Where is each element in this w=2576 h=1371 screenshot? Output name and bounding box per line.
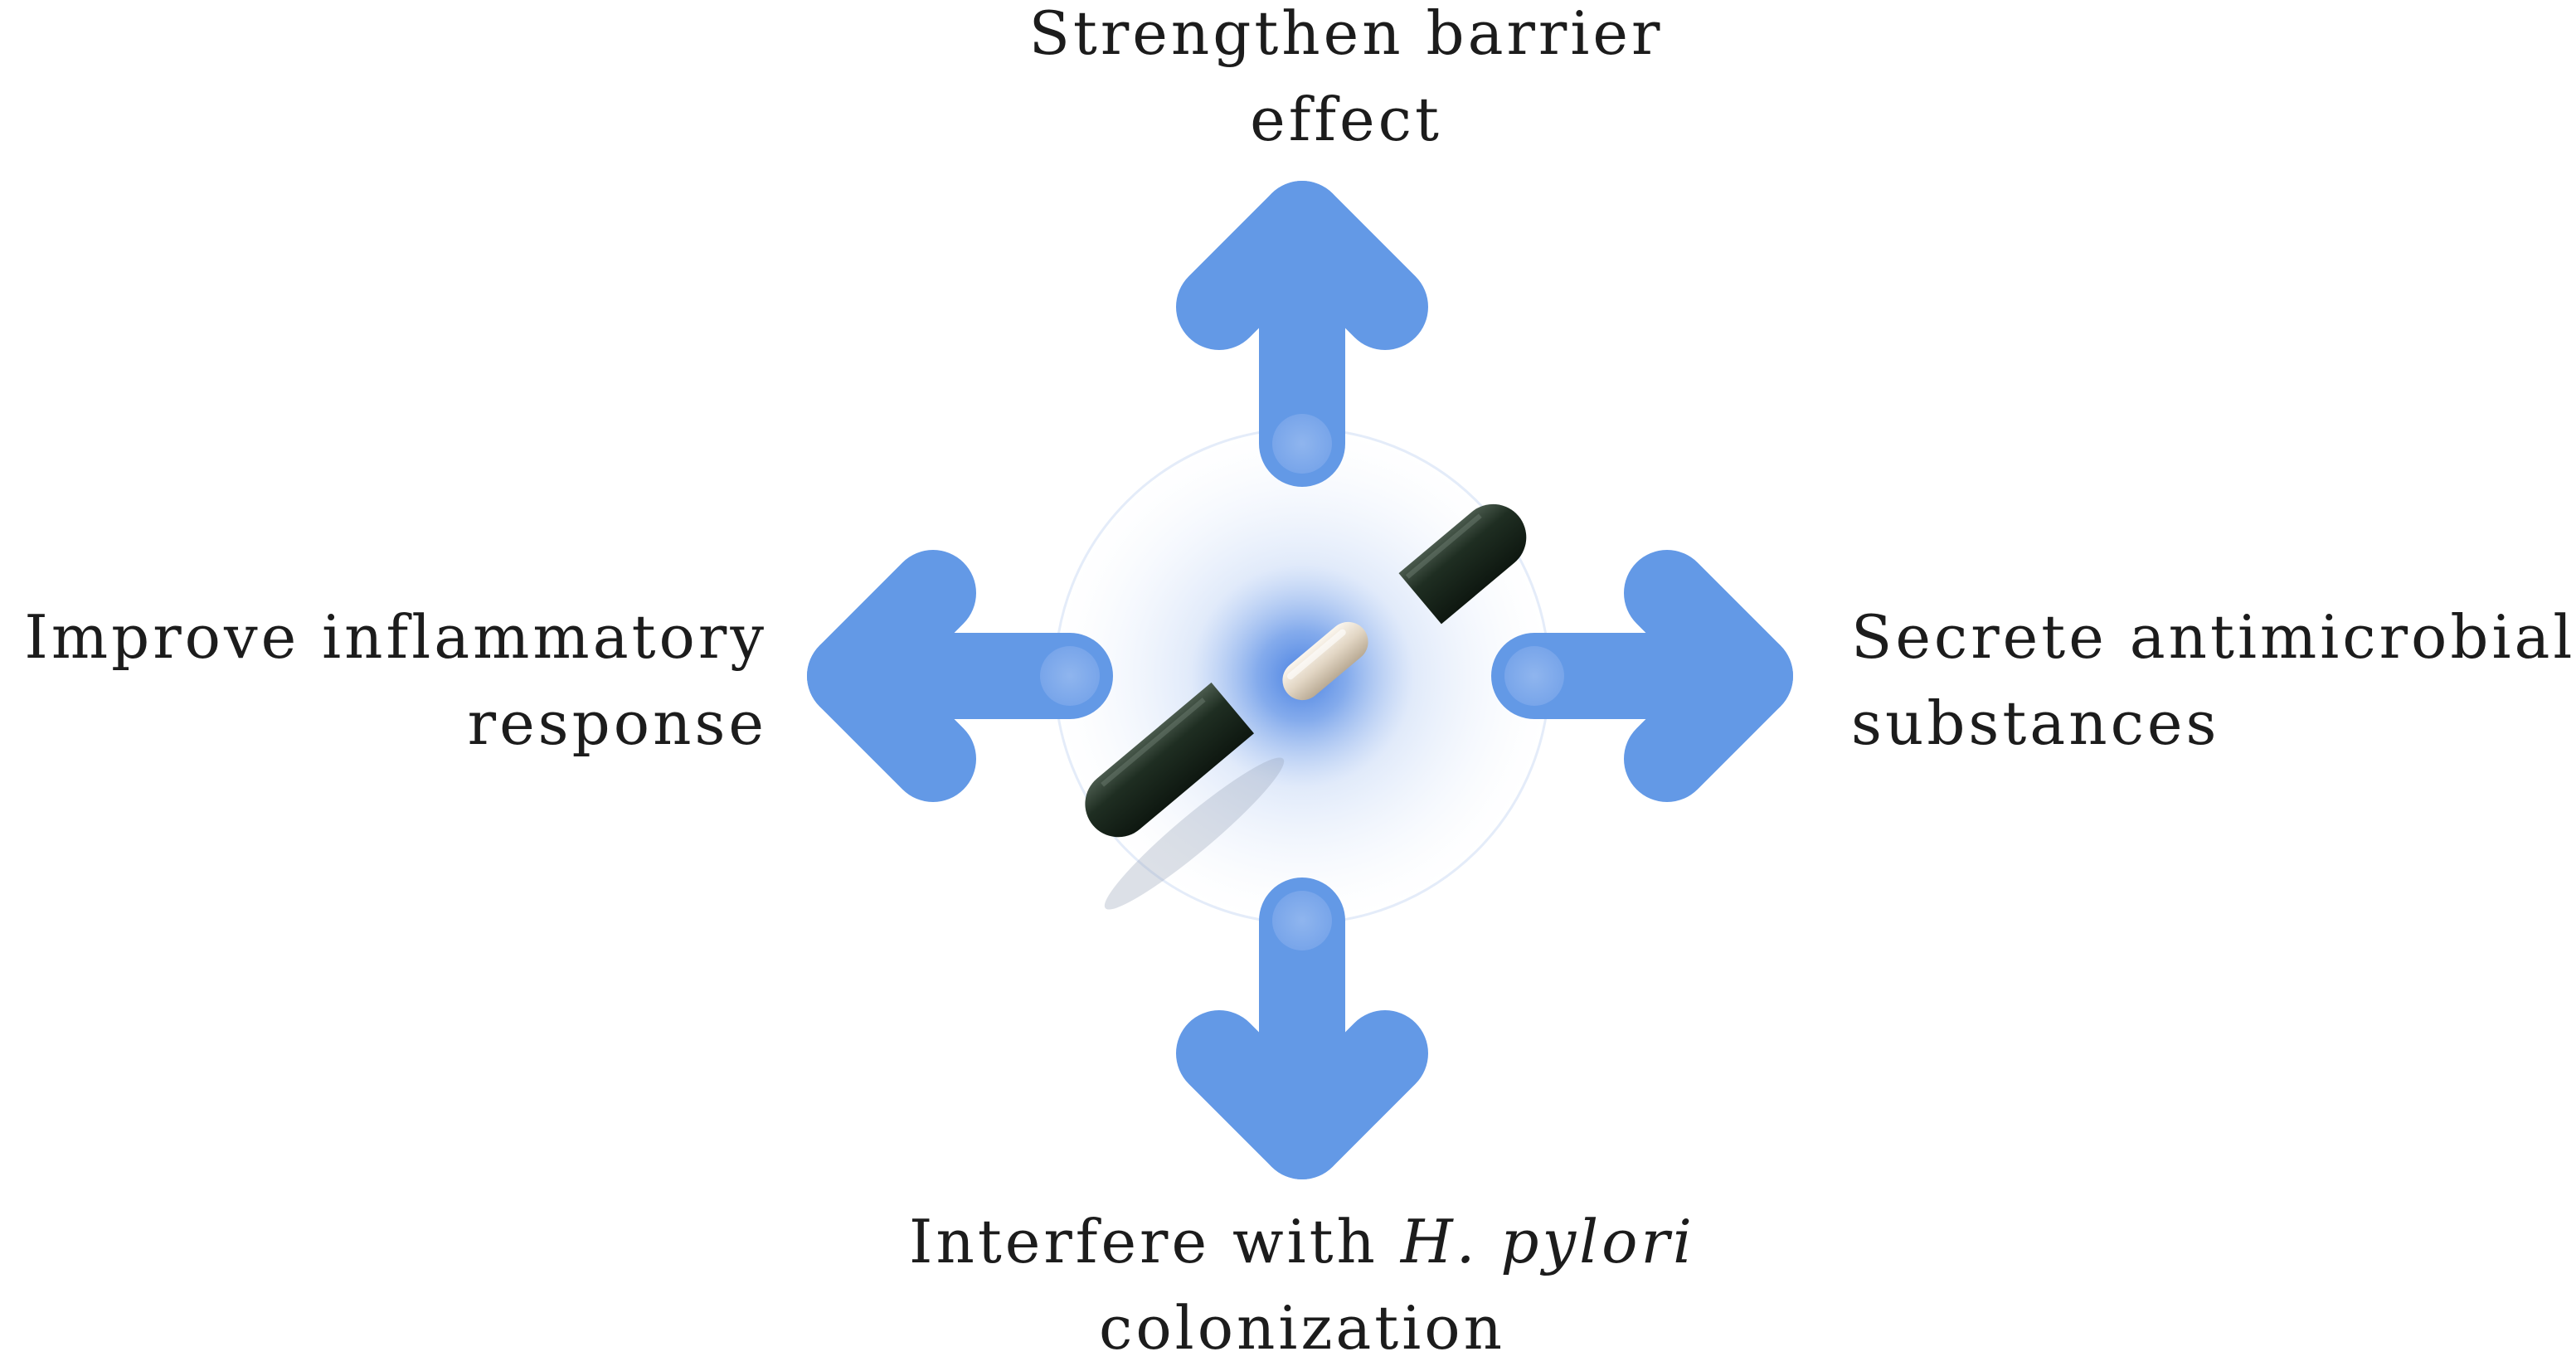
label-top-line1: Strengthen barrier [1028,0,1664,68]
label-improve-inflammatory: Improve inflammatory response [0,594,767,766]
arrow-left-icon [807,550,1113,802]
capsule-shell-upper [1398,503,1527,625]
label-left-line2: response [467,688,767,758]
label-left-line1: Improve inflammatory [24,602,767,672]
capsule-inner [1282,621,1368,701]
capsule-shell-lower [1085,682,1254,838]
label-bottom-line1-pre: Interfere with [909,1207,1401,1276]
label-bottom-line2: colonization [1099,1293,1505,1363]
label-strengthen-barrier: Strengthen barrier effect [873,0,1819,163]
label-top-line2: effect [1250,85,1442,154]
label-bottom-line1: Interfere with H. pylori [780,1198,1825,1285]
arrow-down-icon [1176,878,1428,1179]
capsule-icon [1085,503,1527,910]
label-secrete-antimicrobial: Secrete antimicrobial substances [1851,594,2576,766]
label-right-line2: substances [1851,688,2220,758]
arrow-right-icon [1491,550,1793,802]
arrow-up-icon [1176,181,1428,487]
label-interfere-colonization: Interfere with H. pylori colonization [780,1198,1825,1371]
label-right-line1: Secrete antimicrobial [1851,602,2576,672]
label-bottom-line1-species: H. pylori [1400,1207,1695,1276]
